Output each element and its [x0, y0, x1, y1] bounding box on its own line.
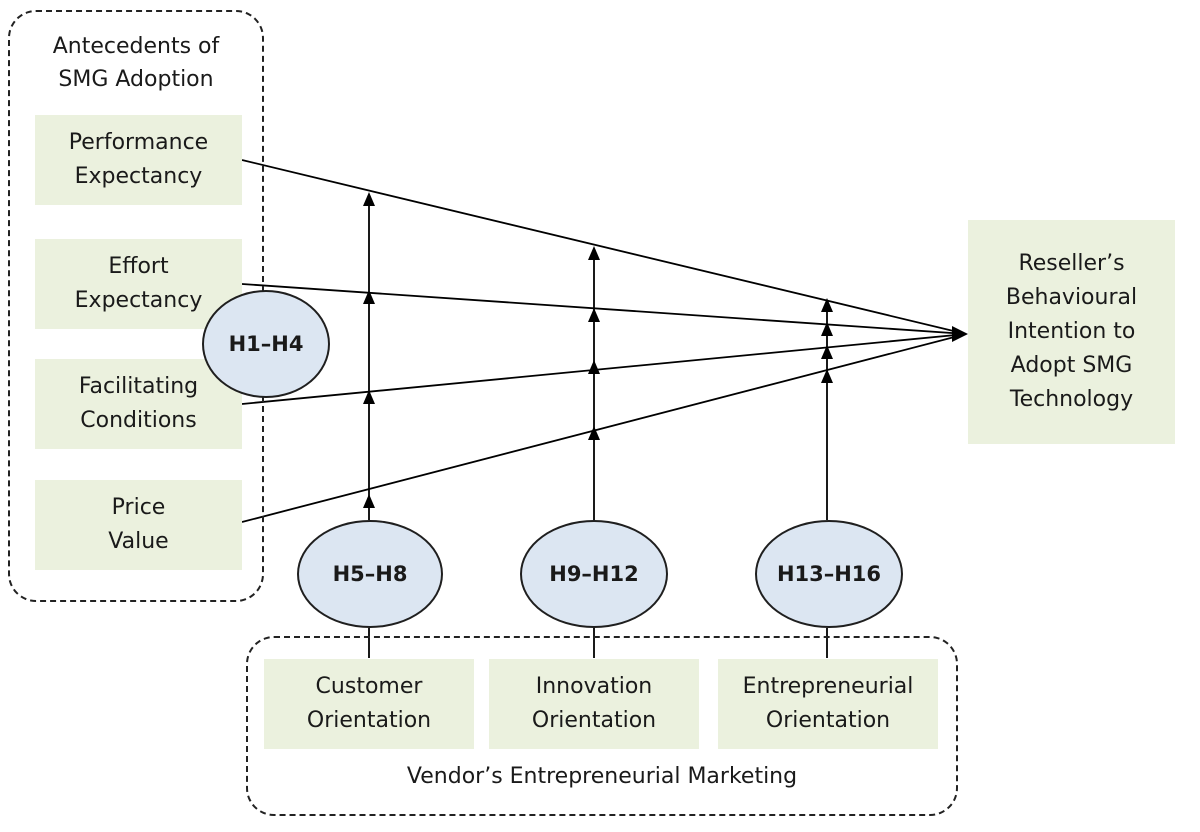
arrowhead-innovation-1 — [588, 246, 600, 260]
outcome-behavioural-intention: Reseller’s Behavioural Intention to Adop… — [968, 220, 1175, 444]
path-facilitating-to-outcome — [241, 333, 967, 405]
construct-performance-expectancy: Performance Expectancy — [35, 115, 242, 205]
construct-innovation-orientation: Innovation Orientation — [489, 659, 699, 749]
arrowhead-customer-1 — [363, 192, 375, 206]
path-effort-to-outcome — [241, 283, 967, 335]
antecedents-group-title: Antecedents of SMG Adoption — [52, 34, 220, 92]
construct-customer-orientation: Customer Orientation — [264, 659, 474, 749]
arrowhead-customer-2 — [363, 290, 375, 304]
outcome-arrowhead — [952, 326, 968, 342]
construct-effort-expectancy: Effort Expectancy — [35, 239, 242, 329]
hypothesis-h13-h16: H13–H16 — [755, 520, 903, 628]
arrowhead-entrepreneurial-3 — [821, 345, 833, 359]
arrowhead-innovation-4 — [588, 426, 600, 440]
path-price-to-outcome — [241, 333, 967, 523]
hypothesis-h1-h4: H1–H4 — [202, 290, 330, 398]
arrowhead-innovation-2 — [588, 308, 600, 322]
arrowhead-customer-4 — [363, 494, 375, 508]
arrowhead-entrepreneurial-4 — [821, 369, 833, 383]
construct-price-value: Price Value — [35, 480, 242, 570]
arrowhead-customer-3 — [363, 390, 375, 404]
construct-facilitating-conditions: Facilitating Conditions — [35, 359, 242, 449]
arrowhead-entrepreneurial-1 — [821, 298, 833, 312]
arrowhead-entrepreneurial-2 — [821, 322, 833, 336]
hypothesis-h5-h8: H5–H8 — [297, 520, 443, 628]
marketing-group — [246, 636, 958, 816]
moderation-arrowheads — [363, 192, 833, 508]
hypothesis-h9-h12: H9–H12 — [520, 520, 668, 628]
marketing-group-title: Vendor’s Entrepreneurial Marketing — [406, 764, 798, 789]
arrowhead-innovation-3 — [588, 360, 600, 374]
construct-entrepreneurial-orientation: Entrepreneurial Orientation — [718, 659, 938, 749]
path-performance-to-outcome — [241, 159, 967, 335]
